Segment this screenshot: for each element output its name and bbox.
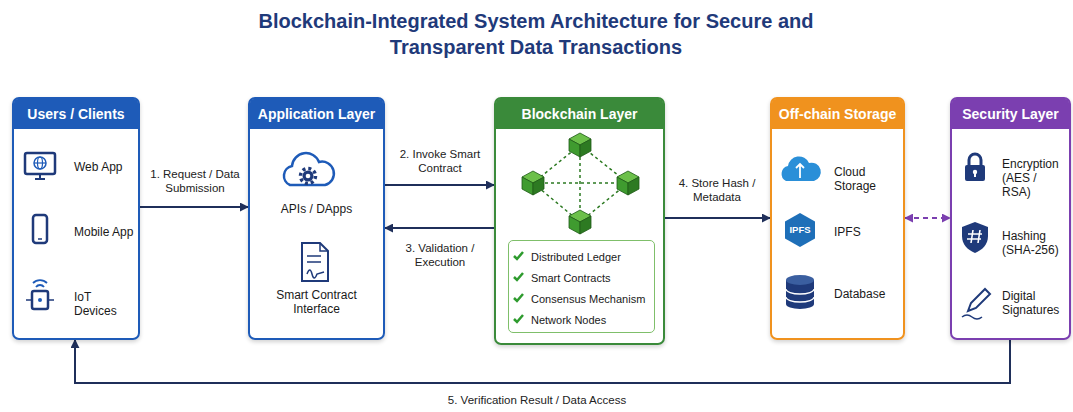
iot-device-icon: [26, 280, 54, 309]
item-label: Digital Signatures: [1002, 289, 1068, 317]
database-icon: [786, 275, 814, 309]
item-label: IPFS: [834, 225, 902, 239]
layer-panel: Security LayerEncryption (AES / RSA) Hash…: [950, 97, 1071, 340]
document-icon: [302, 243, 328, 281]
checklist-item: Distributed Ledger: [531, 250, 621, 264]
item-label: Mobile App: [74, 225, 136, 239]
flow-arrow: [385, 184, 494, 186]
blockchain-network-icon: [522, 133, 639, 234]
item-label: APIs / DApps: [254, 202, 379, 216]
shield-hash-icon: [962, 222, 988, 253]
pen-icon: [962, 289, 990, 319]
edge-label: 3. Validation / Execution: [392, 241, 488, 269]
checklist-box: Distributed LedgerSmart ContractsConsens…: [508, 240, 655, 333]
layer-panel: Off-chain StorageCloud StorageIPFS Databa…: [770, 97, 905, 340]
layer-panel: Application LayerAPIs / DAppsSmart Contr…: [248, 97, 385, 340]
item-label: Encryption (AES / RSA): [1002, 157, 1068, 199]
flow-arrow: [385, 227, 494, 229]
icon-label: IPFS: [785, 224, 815, 236]
checklist-item: Network Nodes: [531, 313, 606, 327]
diagram-title: Blockchain-Integrated System Architectur…: [246, 8, 826, 60]
item-label: Database: [834, 287, 902, 301]
item-label: Smart Contract Interface: [264, 288, 369, 316]
item-label: Hashing (SHA-256): [1002, 229, 1068, 257]
layer-panel: Users / ClientsWeb AppMobile AppIoT Devi…: [12, 97, 140, 340]
edge-label: 5. Verification Result / Data Access: [387, 393, 687, 407]
panel-header: Application Layer: [250, 99, 383, 129]
web-app-icon: [25, 153, 55, 179]
item-label: Cloud Storage: [834, 165, 902, 193]
flow-arrow: [665, 217, 770, 219]
cloud-storage-icon: [782, 156, 821, 181]
item-label: IoT Devices: [74, 290, 136, 318]
edge-label: 4. Store Hash / Metadata: [671, 176, 763, 204]
lock-icon: [965, 154, 985, 181]
panel-header: Users / Clients: [14, 99, 138, 129]
checklist-item: Smart Contracts: [531, 271, 610, 285]
flow-arrow: [905, 217, 950, 219]
check-marks: [514, 252, 523, 322]
checklist-item: Consensus Mechanism: [531, 292, 645, 306]
panel-header: Security Layer: [952, 99, 1069, 129]
layer-panel: Blockchain LayerDistributed LedgerSmart …: [494, 97, 665, 345]
panel-header: Blockchain Layer: [496, 99, 663, 129]
flow-arrow: [75, 340, 1010, 383]
ipfs-icon: [785, 213, 815, 247]
edge-label: 2. Invoke Smart Contract: [392, 147, 488, 175]
cloud-api-icon: [284, 153, 334, 185]
item-label: Web App: [74, 160, 136, 174]
flow-arrow: [140, 206, 248, 208]
edge-label: 1. Request / Data Submission: [149, 167, 241, 195]
panel-header: Off-chain Storage: [772, 99, 903, 129]
mobile-app-icon: [33, 215, 47, 243]
